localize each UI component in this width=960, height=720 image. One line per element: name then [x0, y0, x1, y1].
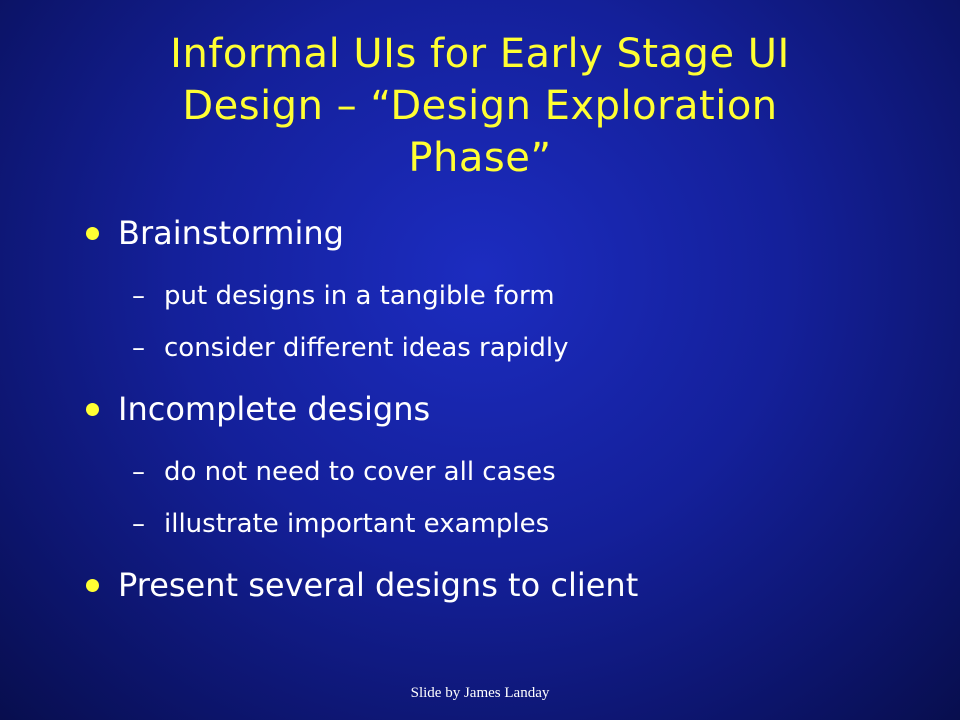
sub-bullet-text: consider different ideas rapidly	[164, 333, 569, 363]
sub-bullet-text: put designs in a tangible form	[164, 281, 555, 311]
sub-bullet-item: – do not need to cover all cases	[80, 446, 920, 498]
bullet-text: Present several designs to client	[118, 566, 639, 604]
bullet-dot-icon	[86, 402, 99, 416]
bullet-text: Brainstorming	[118, 214, 344, 252]
bullet-item: Incomplete designs	[80, 382, 920, 436]
sub-bullet-text: do not need to cover all cases	[164, 457, 556, 487]
bullet-item: Present several designs to client	[80, 558, 920, 612]
bullet-dot-icon	[86, 578, 99, 592]
bullet-dot-icon	[86, 226, 99, 240]
sub-bullet-text: illustrate important examples	[164, 509, 550, 539]
title-line-3: Phase”	[408, 135, 552, 181]
slide-footer: Slide by James Landay	[410, 685, 550, 701]
dash-icon: –	[132, 509, 145, 539]
bullet-list: Brainstorming – put designs in a tangibl…	[80, 206, 920, 612]
bullet-text: Incomplete designs	[118, 390, 431, 428]
dash-icon: –	[132, 281, 145, 311]
dash-icon: –	[132, 333, 145, 363]
sub-bullet-item: – consider different ideas rapidly	[80, 322, 920, 374]
bullet-item: Brainstorming	[80, 206, 920, 260]
title-line-2: Design – “Design Exploration	[182, 83, 778, 129]
dash-icon: –	[132, 457, 145, 487]
title-line-1: Informal UIs for Early Stage UI	[170, 31, 790, 77]
sub-bullet-item: – put designs in a tangible form	[80, 270, 920, 322]
sub-bullet-item: – illustrate important examples	[80, 498, 920, 550]
slide-title: Informal UIs for Early Stage UI Design –…	[80, 28, 880, 184]
